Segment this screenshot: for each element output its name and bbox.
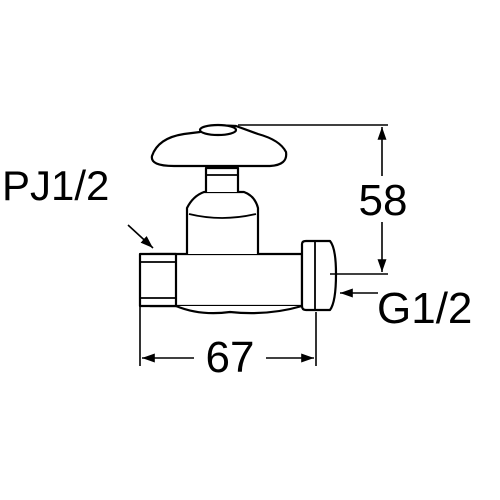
stem <box>204 166 240 192</box>
length-dimension-label: 67 <box>206 333 255 382</box>
handle-wheel <box>150 124 288 168</box>
body-bulge <box>175 304 303 315</box>
inlet-leader-arrow <box>127 224 154 249</box>
valve-body <box>138 123 338 315</box>
height-dimension-label: 58 <box>359 176 408 225</box>
outlet-thread-label: G1/2 <box>377 284 472 333</box>
bonnet <box>185 190 260 254</box>
handle-cap <box>198 123 238 137</box>
outlet-nut <box>300 239 338 312</box>
inlet-thread-label: PJ1/2 <box>2 162 109 209</box>
detail-lines <box>140 174 316 310</box>
